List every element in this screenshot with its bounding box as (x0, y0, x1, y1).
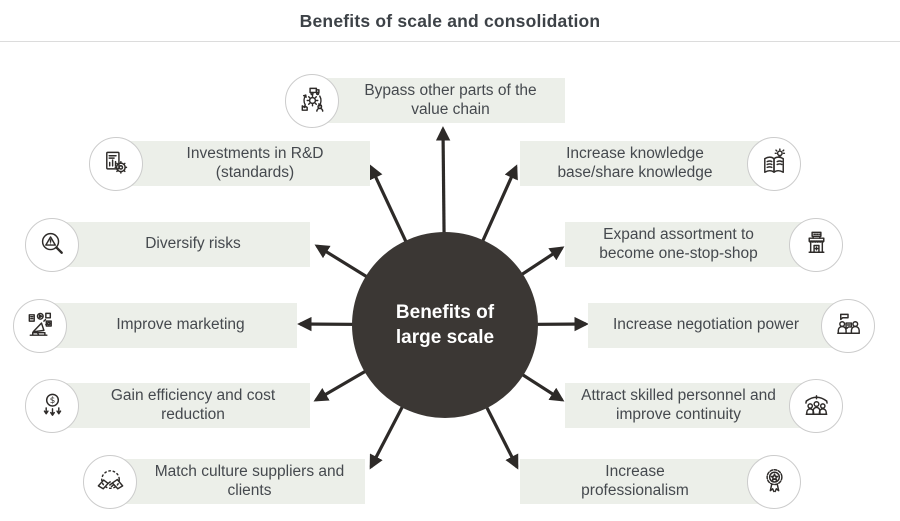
negotiation-people-icon (821, 298, 875, 353)
benefit-item-improve-marketing: Improve marketing (13, 298, 297, 353)
benefit-label: Increase professionalism (581, 462, 689, 499)
benefit-label: Attract skilled personnel and improve co… (581, 386, 776, 423)
award-ribbon-icon (747, 454, 801, 509)
benefit-item-diversify-risks: Diversify risks (25, 217, 310, 272)
center-label: Benefits of large scale (395, 301, 495, 348)
benefit-label: Gain efficiency and cost reduction (110, 386, 276, 423)
supply-chain-cycle-icon (285, 73, 339, 128)
title-divider (0, 41, 900, 42)
megaphone-media-icon (13, 298, 67, 353)
benefit-label: Bypass other parts of the value chain (364, 81, 537, 118)
page-title: Benefits of scale and consolidation (299, 11, 601, 31)
benefit-item-match-culture: Match culture suppliers and clients (83, 454, 365, 509)
benefit-item-attract-personnel: Attract skilled personnel and improve co… (565, 378, 843, 433)
benefit-label: Increase negotiation power (612, 316, 800, 334)
benefit-item-increase-knowledge: Increase knowledge base/share knowledge (520, 136, 801, 191)
risk-magnifier-icon (25, 217, 79, 272)
benefit-label: Diversify risks (145, 235, 241, 253)
dollar-decrease-icon: $ (25, 378, 79, 433)
benefit-item-bypass-value-chain: Bypass other parts of the value chain (285, 73, 565, 128)
benefit-label: Increase knowledge base/share knowledge (557, 144, 713, 181)
benefit-label: Match culture suppliers and clients (154, 462, 345, 499)
benefit-item-gain-efficiency: $ Gain efficiency and cost reduction (25, 378, 310, 433)
benefit-item-negotiation-power: Increase negotiation power (588, 298, 875, 353)
center-circle: Benefits of large scale (352, 232, 538, 418)
rd-document-gear-icon (89, 136, 143, 191)
benefit-label: Investments in R&D (standards) (186, 144, 324, 181)
benefit-item-investments-rd: Investments in R&D (standards) (89, 136, 370, 191)
team-group-icon (789, 378, 843, 433)
benefit-item-expand-assortment: Expand assortment to become one-stop-sho… (565, 217, 843, 272)
svg-text:$: $ (49, 396, 55, 406)
benefit-label: Expand assortment to become one-stop-sho… (599, 225, 758, 262)
benefit-item-increase-professionalism: Increase professionalism (520, 454, 801, 509)
open-book-idea-icon (747, 136, 801, 191)
benefit-label: Improve marketing (116, 316, 245, 334)
storefront-icon (789, 217, 843, 272)
handshake-icon (83, 454, 137, 509)
